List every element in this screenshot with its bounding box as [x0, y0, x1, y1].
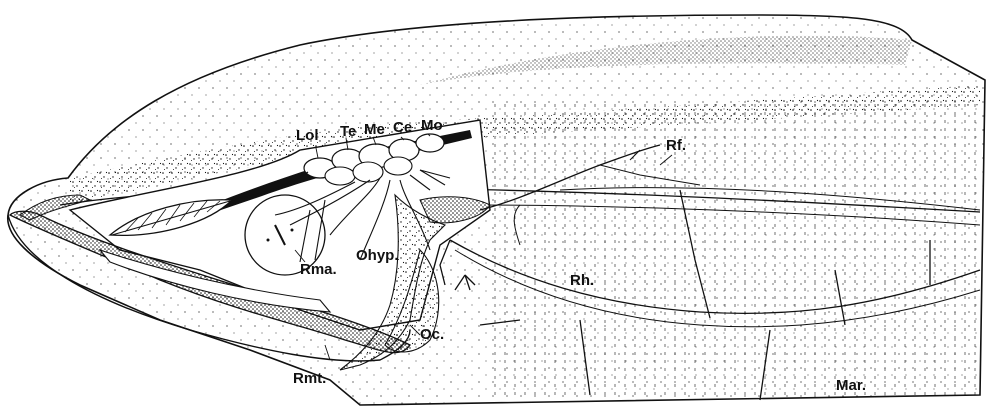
label-lol: Lol: [296, 128, 319, 143]
label-oc: Oc.: [420, 327, 444, 342]
label-rma: Rma.: [300, 262, 337, 277]
label-te: Te: [340, 124, 356, 139]
label-rh: Rh.: [570, 273, 594, 288]
myotome-pattern: [490, 100, 980, 400]
label-rf: Rf.: [666, 138, 686, 153]
label-mo: Mo: [421, 118, 443, 133]
label-ce: Ce: [393, 120, 412, 135]
label-ohyp: Ohyp.: [356, 248, 399, 263]
label-rmt: Rmt.: [293, 371, 326, 386]
label-mar: Mar.: [836, 378, 866, 393]
label-me: Me: [364, 122, 385, 137]
brain-lobe-mo: [416, 134, 444, 152]
